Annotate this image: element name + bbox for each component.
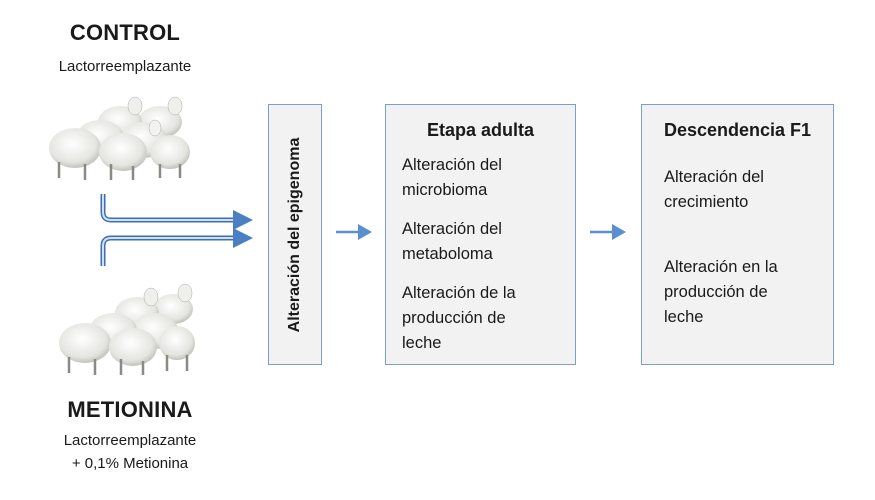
metionina-subtitle-line2: + 0,1% Metionina	[71, 455, 189, 472]
arrow-right-icon	[590, 224, 626, 240]
offspring-title: Descendencia F1	[663, 120, 812, 140]
arrow-right-icon	[336, 224, 372, 240]
control-title: CONTROL	[69, 20, 181, 45]
metionina-subtitle-line1: Lactorreemplazante	[63, 432, 197, 449]
epigenome-box: Alteración del epigenoma	[268, 104, 322, 365]
epigenome-label: Alteración del epigenoma	[286, 137, 303, 332]
control-subtitle: Lactorreemplazante	[58, 58, 192, 75]
adult-stage-title: Etapa adulta	[426, 120, 535, 140]
sheep-flock-icon	[49, 96, 190, 180]
sheep-flock-icon	[59, 283, 195, 375]
metionina-title: METIONINA	[67, 397, 193, 422]
arrow-right-icon	[100, 194, 253, 266]
